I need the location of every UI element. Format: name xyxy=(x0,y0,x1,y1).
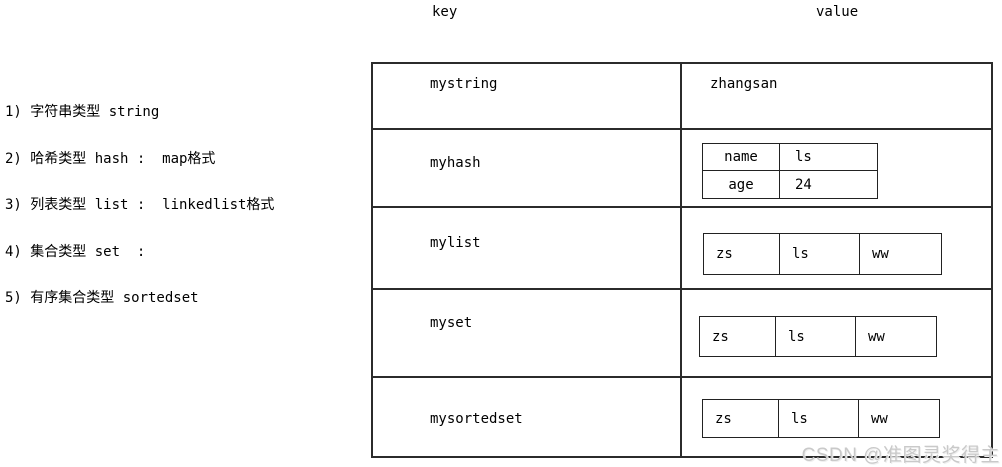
list-item: ls xyxy=(779,400,859,437)
list-item: ww xyxy=(871,410,888,427)
set-value-boxes: zs ls ww xyxy=(699,316,937,357)
hash-value: ls xyxy=(780,144,877,171)
list-item: zs xyxy=(704,234,780,274)
key-value-table: mystring zhangsan myhash name ls age 24 … xyxy=(371,62,993,458)
value-cell: name ls age 24 xyxy=(682,130,991,206)
value-cell: zs ls ww xyxy=(682,378,991,456)
key-cell: mylist xyxy=(373,208,682,288)
hash-field: age xyxy=(703,171,780,198)
list-value-boxes: zs ls ww xyxy=(703,233,942,275)
value-cell: zs ls ww xyxy=(682,290,991,376)
table-row-myhash: myhash name ls age 24 xyxy=(373,130,991,208)
key-cell: mysortedset xyxy=(373,378,682,456)
note-line-set: 4) 集合类型 set : xyxy=(5,243,146,260)
list-item: ww xyxy=(872,246,889,262)
table-row-myset: myset zs ls ww xyxy=(373,290,991,378)
redis-type-notes: 1) 字符串类型 string 2) 哈希类型 hash : map格式 3) … xyxy=(5,74,274,338)
value-column-header: value xyxy=(816,4,859,20)
value-cell: zhangsan xyxy=(682,64,991,128)
note-line-list: 3) 列表类型 list : linkedlist格式 xyxy=(5,197,275,213)
note-line-sortedset: 5) 有序集合类型 sortedset xyxy=(5,290,199,306)
list-item: zs xyxy=(700,317,776,356)
sortedset-value-boxes: zs ls ww xyxy=(702,399,940,438)
table-row-mysortedset: mysortedset zs ls ww xyxy=(373,378,991,456)
list-item: ls xyxy=(780,234,860,274)
value-cell: zs ls ww xyxy=(682,208,991,288)
list-item: ww xyxy=(868,328,885,345)
hash-value-table: name ls age 24 xyxy=(702,143,878,199)
csdn-watermark: CSDN @准图灵奖得主 xyxy=(801,445,1000,466)
hash-value: 24 xyxy=(795,176,812,193)
string-value: zhangsan xyxy=(710,76,778,92)
key-cell: myset xyxy=(373,290,682,376)
key-cell: mystring xyxy=(373,64,682,128)
key-cell: myhash xyxy=(373,130,682,206)
key-column-header: key xyxy=(432,4,458,20)
table-row-mystring: mystring zhangsan xyxy=(373,64,991,130)
note-line-hash: 2) 哈希类型 hash : map格式 xyxy=(5,150,216,167)
table-row-mylist: mylist zs ls ww xyxy=(373,208,991,290)
list-item: ls xyxy=(776,317,856,356)
list-item: zs xyxy=(703,400,779,437)
note-line-string: 1) 字符串类型 string xyxy=(5,104,160,120)
hash-field: name xyxy=(703,144,780,171)
